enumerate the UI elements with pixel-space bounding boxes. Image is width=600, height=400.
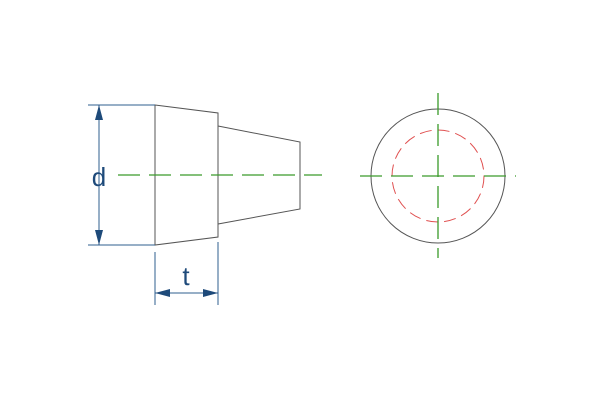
arrow-right-icon [203, 289, 218, 297]
dimension-label-d: d [92, 162, 106, 192]
dimension-d: d [88, 104, 155, 246]
part-head-outline [154, 104, 219, 246]
part-taper-outline [217, 125, 301, 225]
arrow-left-icon [155, 289, 170, 297]
arrow-up-icon [95, 105, 103, 120]
front-view [360, 93, 516, 258]
side-view [118, 104, 322, 246]
dimension-t: t [154, 242, 219, 305]
dimension-label-t: t [182, 261, 190, 291]
arrow-down-icon [95, 230, 103, 245]
